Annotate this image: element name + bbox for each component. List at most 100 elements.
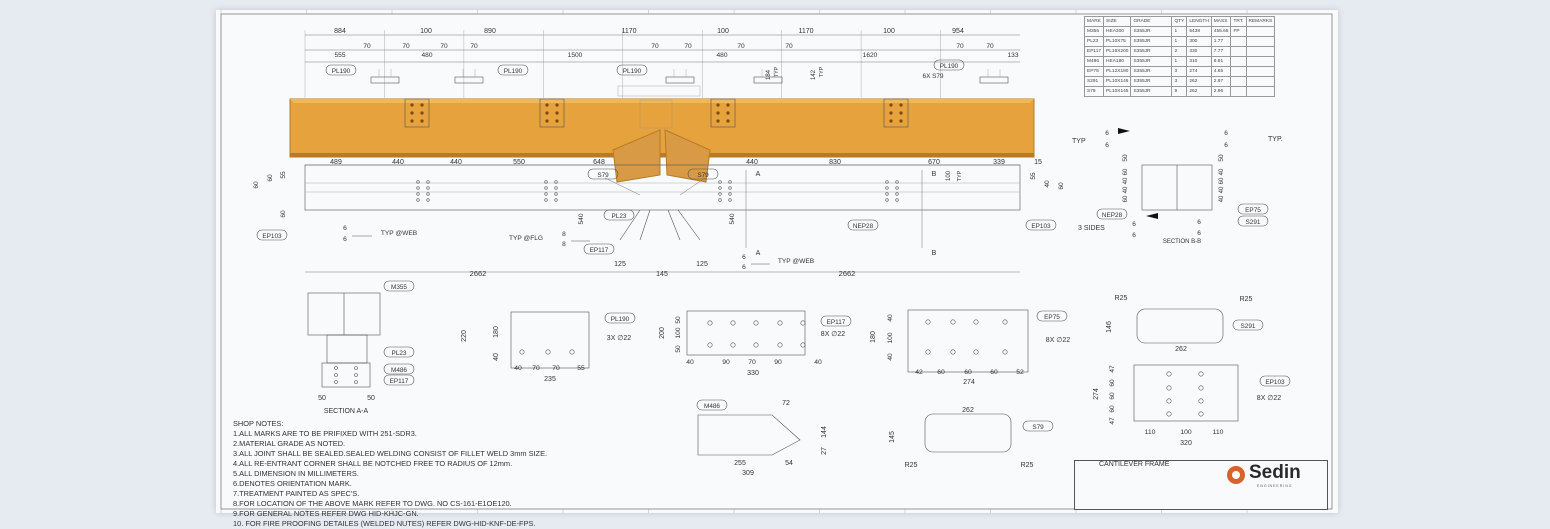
detail-dimension: 235 <box>544 376 556 383</box>
weld-flag-icon <box>1118 128 1130 134</box>
bracket-3d-left <box>612 129 661 183</box>
bom-cell: M355 <box>1083 26 1105 37</box>
bolt-hole <box>800 342 806 348</box>
bom-cell: 3 <box>1171 76 1188 87</box>
vertical-dim: 184 <box>766 69 772 80</box>
bolt-hole <box>728 192 732 196</box>
vertical-dim: TYP <box>819 66 825 77</box>
shop-note: 9.FOR GENERAL NOTES REFER DWG HID-KHJC-G… <box>233 509 419 518</box>
overall-dimension: 145 <box>656 271 668 278</box>
plate-callout-bubble <box>1096 208 1128 220</box>
bolt-hole <box>416 192 420 196</box>
bolt-hole <box>334 366 338 370</box>
end-plate-callout: EP117 <box>827 319 846 326</box>
detail-dimension: 70 <box>748 359 756 366</box>
weld-size: 6 <box>1105 130 1109 137</box>
bom-cell: 8.81 <box>1210 56 1232 67</box>
hole-spec: 8X ∅22 <box>1257 395 1281 402</box>
detail-dimension: 40 <box>686 359 694 366</box>
bolt-hole <box>753 320 759 326</box>
bolt-hole <box>885 192 889 196</box>
detail-dimension: 144 <box>821 426 828 438</box>
beam-3d-top-flange <box>290 99 1034 103</box>
bom-cell: 262 <box>1186 86 1212 97</box>
detail-dimension: 70 <box>532 365 540 372</box>
detail-dimension: 274 <box>963 379 975 386</box>
detail-dimension: 47 <box>1109 365 1116 373</box>
left-dimension: 55 <box>280 171 287 179</box>
bom-cell <box>1245 66 1276 77</box>
bolt-hole <box>718 186 722 190</box>
bolt-hole <box>895 192 899 196</box>
detail-dimension: 100 <box>675 327 682 338</box>
bom-cell: S79 <box>1083 86 1105 97</box>
section-marker: B <box>932 171 937 178</box>
bom-cell <box>1245 36 1276 47</box>
bolt-hole <box>416 180 420 184</box>
bottom-dimension: 339 <box>993 159 1005 166</box>
bolt-hole <box>1198 385 1204 391</box>
overall-dimension: 125 <box>696 261 708 268</box>
sub-dimension: 480 <box>716 52 727 59</box>
end-plate-callout-bubble <box>583 243 615 255</box>
detail-dimension: 52 <box>1016 369 1024 376</box>
bolt-hole <box>544 180 548 184</box>
bolt-hole <box>354 380 358 384</box>
bom-cell: 310 <box>1186 56 1212 67</box>
bolt-hole <box>800 320 806 326</box>
bom-cell: 1 <box>1171 36 1188 47</box>
plate-callout: PL23 <box>392 350 407 357</box>
bom-cell: S355JR <box>1130 86 1173 97</box>
bom-cell: PL23 <box>1083 36 1105 47</box>
detail-dimension: R25 <box>1021 462 1034 469</box>
bolt-hole <box>1166 411 1172 417</box>
bom-cell <box>1230 36 1247 47</box>
bottom-dimension: 15 <box>1034 159 1042 166</box>
plate-callout: PL190 <box>623 68 642 75</box>
bolt-hole <box>334 380 338 384</box>
weld-note: 3 SIDES <box>1078 225 1105 232</box>
bolt-head-3d <box>555 119 559 123</box>
bottom-dimension: 440 <box>746 159 758 166</box>
detail-dimension: 90 <box>774 359 782 366</box>
vertical-dim: 142 <box>811 69 817 80</box>
member-callout-bubble <box>383 363 415 375</box>
detail-dimension: 47 <box>1109 417 1116 425</box>
member-callout: M486 <box>704 403 720 410</box>
detail-dimension: 180 <box>870 331 877 343</box>
top-dimension: 1170 <box>798 28 813 35</box>
bolt-hole <box>544 186 548 190</box>
bolt-hole <box>416 186 420 190</box>
bom-cell: S355JR <box>1130 46 1173 57</box>
bom-header: SIZE <box>1103 16 1132 27</box>
detail-dimension: 90 <box>722 359 730 366</box>
beam-plate-3d <box>404 98 430 128</box>
plate-callout-bubble <box>497 64 529 76</box>
bottom-dimension: 440 <box>392 159 404 166</box>
bolt-hole <box>973 319 979 325</box>
shop-note: 7.TREATMENT PAINTED AS SPEC'S. <box>233 489 360 498</box>
plate-callout-bubble <box>616 64 648 76</box>
bolt-hole <box>973 349 979 355</box>
section-dimension: 60 <box>1219 177 1225 184</box>
weld-size: 6 <box>1132 232 1136 239</box>
detail-dimension: 145 <box>889 431 896 443</box>
bolt-hole <box>426 192 430 196</box>
detail-dimension: 42 <box>915 369 923 376</box>
s79-plate <box>924 413 1012 453</box>
member-callout-bubble <box>696 399 728 411</box>
plate-callout: PL190 <box>940 63 959 70</box>
detail-dimension: 60 <box>937 369 945 376</box>
bracket-member <box>639 209 651 241</box>
bom-cell <box>1230 76 1247 87</box>
sub-dimension: 70 <box>986 43 994 50</box>
bolt-hole <box>519 349 525 355</box>
weld-size: 6 <box>1197 230 1201 237</box>
sub-dimension: 1500 <box>568 52 583 59</box>
bolt-head-3d <box>545 119 549 123</box>
bolt-hole <box>707 342 713 348</box>
detail-dimension: 110 <box>1145 429 1156 436</box>
